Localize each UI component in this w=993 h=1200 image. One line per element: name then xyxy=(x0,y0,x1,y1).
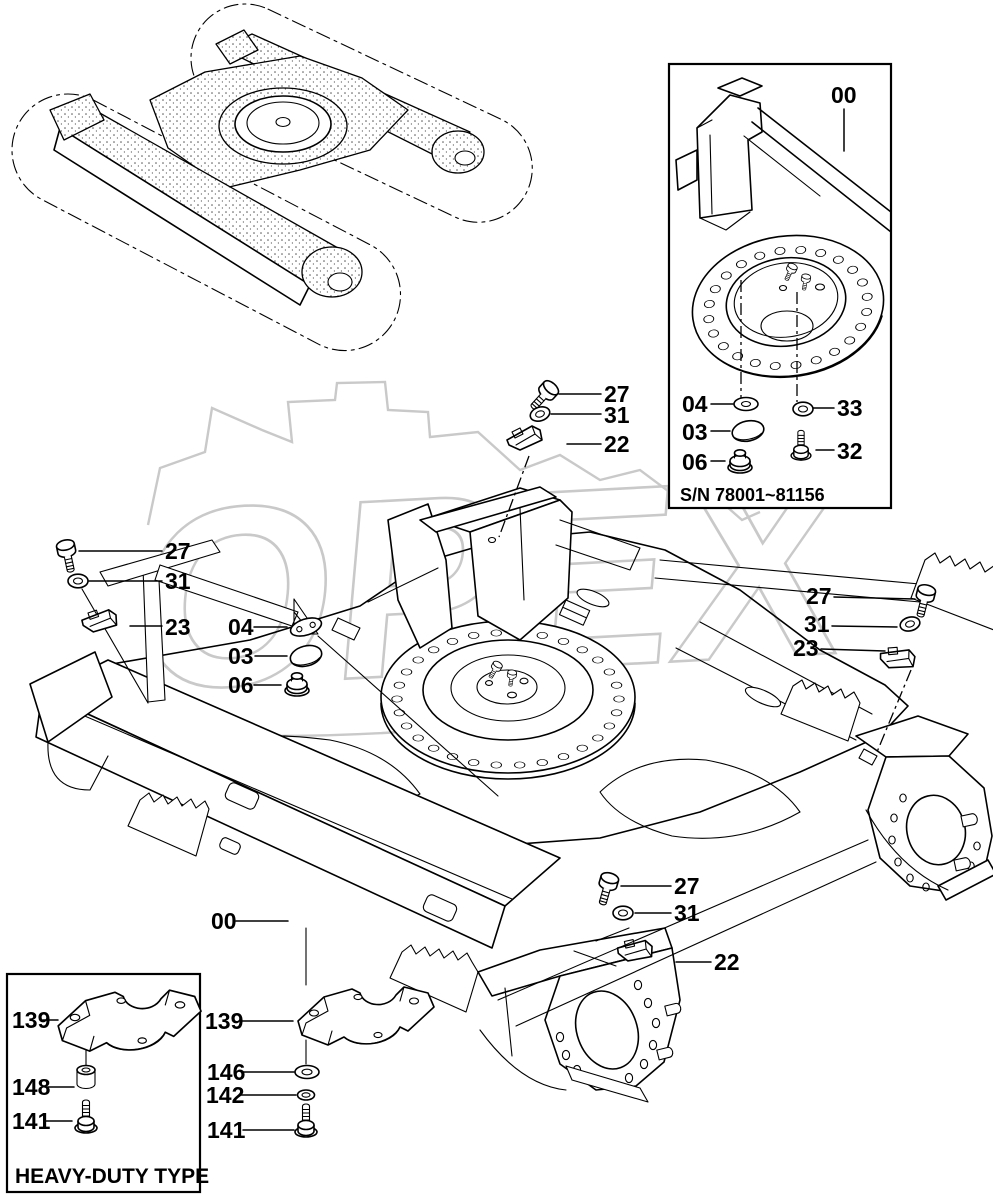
inset-bearing xyxy=(691,234,885,379)
hd-callout-139: 139 xyxy=(12,1007,50,1033)
inset-frame-corner xyxy=(675,77,890,233)
inset-callout-03: 03 xyxy=(682,419,708,445)
top-mount-bracket xyxy=(367,486,641,649)
overview-near-rail-side xyxy=(53,127,311,306)
inset-border xyxy=(667,62,893,510)
inset-parts xyxy=(727,396,814,474)
callout-142: 142 xyxy=(206,1082,244,1108)
overview-far-rail-end xyxy=(215,29,259,65)
serial-inset-box: 00 04 33 03 32 06 S/N 78001~81156 xyxy=(667,62,893,510)
callout-23: 23 xyxy=(793,635,819,661)
rear-motor-mount xyxy=(855,715,993,901)
inset-callout-33: 33 xyxy=(837,395,863,421)
callout-left-group: 27 31 23 xyxy=(54,537,191,704)
callout-06: 06 xyxy=(228,672,254,698)
callout-27: 27 xyxy=(674,873,700,899)
main-frame-drawing xyxy=(29,486,993,1103)
hd-callout-148: 148 xyxy=(12,1074,51,1100)
track-guide-pad-2 xyxy=(389,944,479,1013)
overview-near-rail-end xyxy=(49,93,105,141)
washer-33 xyxy=(792,401,814,417)
hd-callout-141: 141 xyxy=(12,1108,51,1134)
callout-center-group: 04 03 06 xyxy=(228,598,499,797)
callout-31: 31 xyxy=(674,900,700,926)
callout-top-group: 27 31 22 xyxy=(498,377,630,538)
overview-swing-circle-inner xyxy=(246,101,320,145)
callout-31: 31 xyxy=(804,611,830,637)
inset-callout-00: 00 xyxy=(831,82,857,108)
watermark-gear-outline xyxy=(146,380,761,526)
inset-callout-04: 04 xyxy=(682,391,708,417)
track-guide-pad-4 xyxy=(780,679,861,742)
bushing-148 xyxy=(76,1064,96,1090)
callout-141: 141 xyxy=(207,1117,246,1143)
serial-number-label: S/N 78001~81156 xyxy=(680,485,825,505)
swing-bearing xyxy=(380,620,636,780)
callout-04: 04 xyxy=(228,614,254,640)
right-side-structure xyxy=(497,552,993,1027)
overview-near-idler xyxy=(301,246,363,298)
callout-22: 22 xyxy=(604,431,630,457)
callout-27: 27 xyxy=(604,381,630,407)
overview-track-frame xyxy=(11,3,533,352)
washer-146-hole xyxy=(301,1068,313,1076)
overview-far-idler-hole xyxy=(454,150,476,166)
callout-bottom-right-group: 27 31 22 xyxy=(573,870,740,975)
track-guide-pad-3 xyxy=(910,552,993,631)
heavy-duty-caption: HEAVY-DUTY TYPE xyxy=(15,1165,209,1188)
callout-22: 22 xyxy=(714,949,740,975)
callout-31: 31 xyxy=(604,402,630,428)
track-guide-pad-1 xyxy=(127,792,210,857)
inset-callout-32: 32 xyxy=(837,438,863,464)
callout-23: 23 xyxy=(165,614,191,640)
inset-callout-06: 06 xyxy=(682,449,708,475)
lock-washer-142-hole xyxy=(301,1092,311,1098)
front-motor-mount xyxy=(477,927,682,1103)
overview-near-idler-hole xyxy=(327,272,353,292)
deck-cutout-right xyxy=(599,758,801,839)
callout-bottom-group: 139 146 142 141 xyxy=(205,927,435,1143)
callout-right-group: 27 31 23 xyxy=(793,582,938,766)
callout-27: 27 xyxy=(806,583,832,609)
callout-00: 00 xyxy=(211,908,237,934)
heavy-duty-box: 139 148 141 HEAVY-DUTY TYPE xyxy=(5,972,209,1194)
overview-far-idler xyxy=(431,130,485,174)
callout-27: 27 xyxy=(165,538,191,564)
washer-31 xyxy=(67,573,89,589)
phantom-track-right xyxy=(190,3,533,223)
callout-03: 03 xyxy=(228,643,254,669)
washer-31 xyxy=(612,905,634,921)
frame-callout: 00 xyxy=(211,908,289,934)
left-side-rail xyxy=(29,539,561,1013)
callout-146: 146 xyxy=(207,1059,245,1085)
overview-swing-center-hole xyxy=(275,116,291,128)
bearing-bolt-circle xyxy=(391,629,625,769)
callout-139: 139 xyxy=(205,1008,243,1034)
callout-31: 31 xyxy=(165,568,191,594)
